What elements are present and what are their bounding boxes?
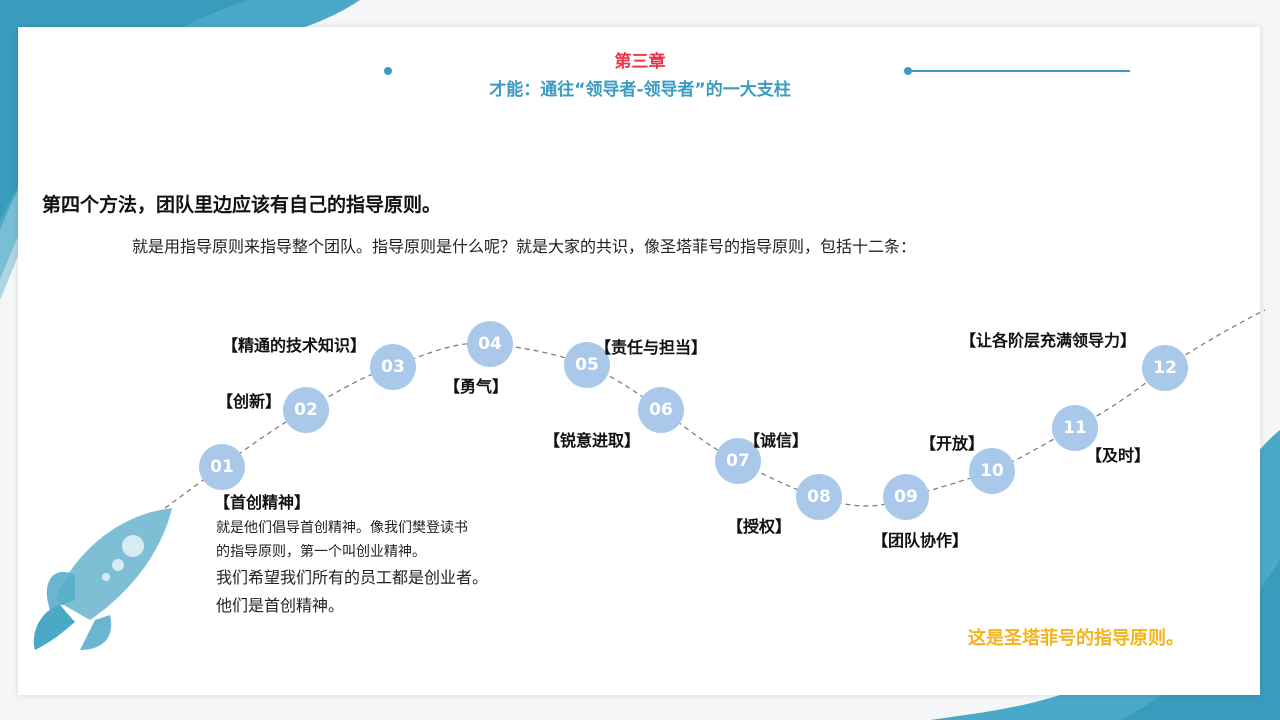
label-06: 【锐意进取】 xyxy=(544,431,641,450)
label-10: 【开放】 xyxy=(920,434,985,453)
description-block: 就是他们倡导首创精神。像我们樊登读书 的指导原则，第一个叫创业精神。 我们希望我… xyxy=(216,516,526,620)
label-04: 【勇气】 xyxy=(444,377,509,396)
timeline-node-01: 01 xyxy=(199,444,245,490)
description-line: 他们是首创精神。 xyxy=(216,596,345,615)
description-line: 我们希望我们所有的员工都是创业者。 xyxy=(216,568,489,587)
label-11: 【及时】 xyxy=(1086,446,1151,465)
label-09: 【团队协作】 xyxy=(872,531,969,550)
timeline-node-03: 03 xyxy=(370,344,416,390)
label-03: 【精通的技术知识】 xyxy=(222,336,367,355)
timeline-node-10: 10 xyxy=(969,448,1015,494)
label-12: 【让各阶层充满领导力】 xyxy=(960,331,1137,350)
timeline-node-06: 06 xyxy=(638,387,684,433)
intro-paragraph: 就是用指导原则来指导整个团队。指导原则是什么呢？就是大家的共识，像圣塔菲号的指导… xyxy=(132,237,917,256)
timeline-node-12: 12 xyxy=(1142,345,1188,391)
label-07: 【诚信】 xyxy=(744,431,809,450)
timeline-node-07: 07 xyxy=(715,438,761,484)
description-line: 就是他们倡导首创精神。像我们樊登读书 xyxy=(216,520,468,536)
description-line: 的指导原则，第一个叫创业精神。 xyxy=(216,544,426,560)
timeline-node-09: 09 xyxy=(883,474,929,520)
chapter-title: 第三章 xyxy=(614,52,666,72)
section-heading: 第四个方法，团队里边应该有自己的指导原则。 xyxy=(42,194,442,216)
timeline-node-11: 11 xyxy=(1052,405,1098,451)
timeline-node-08: 08 xyxy=(796,474,842,520)
timeline-node-02: 02 xyxy=(283,387,329,433)
label-01: 【首创精神】 xyxy=(214,493,311,512)
timeline-node-05: 05 xyxy=(564,342,610,388)
footer-note: 这是圣塔菲号的指导原则。 xyxy=(968,628,1184,649)
rocket-illustration xyxy=(33,508,172,650)
label-05: 【责任与担当】 xyxy=(595,338,708,357)
label-02: 【创新】 xyxy=(217,392,282,411)
slide-card xyxy=(18,27,1260,695)
timeline-node-04: 04 xyxy=(467,321,513,367)
label-08: 【授权】 xyxy=(727,517,792,536)
chapter-subtitle: 才能：通往“领导者-领导者”的一大支柱 xyxy=(489,80,791,100)
